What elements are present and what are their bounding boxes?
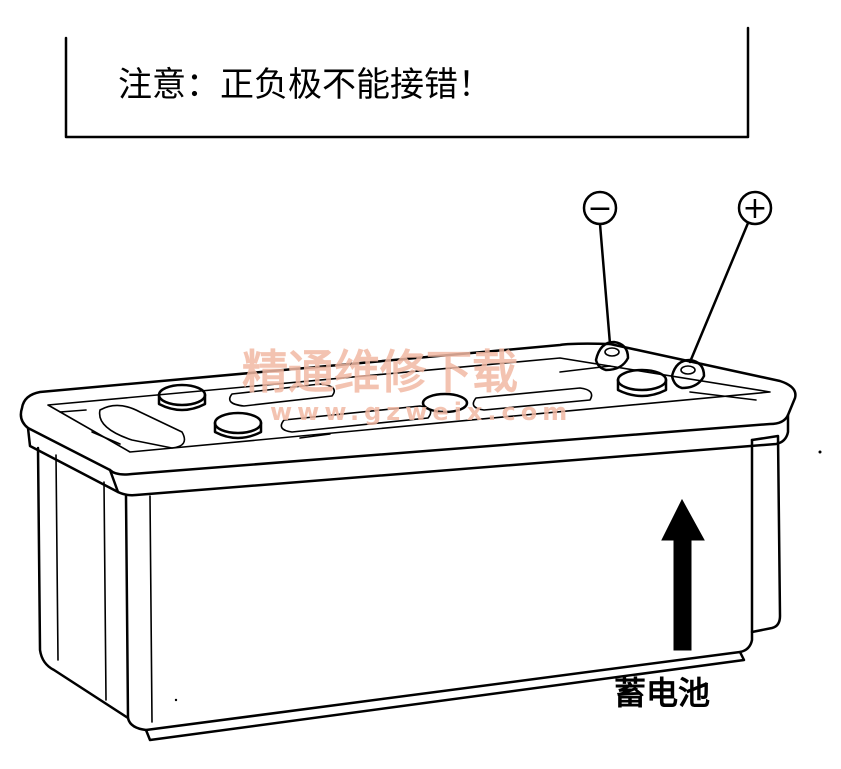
battery-case-front bbox=[124, 438, 754, 732]
positive-symbol: + bbox=[742, 191, 767, 226]
vent-cap bbox=[157, 383, 207, 412]
battery bbox=[19, 340, 797, 742]
watermark-url: www.gzweix.com bbox=[270, 398, 572, 426]
side-rib-2 bbox=[103, 481, 107, 701]
lid-grooves bbox=[59, 365, 757, 449]
positive-terminal-indicator: + bbox=[688, 190, 773, 364]
arrow-up-icon bbox=[661, 498, 705, 651]
speck bbox=[818, 450, 822, 454]
battery-label: 蓄电池 bbox=[614, 674, 710, 712]
positive-terminal-post bbox=[670, 358, 706, 390]
watermark-cn: 精通维修下载 bbox=[242, 345, 518, 399]
vent-cap bbox=[213, 411, 263, 440]
battery-lid-top bbox=[19, 342, 797, 476]
watermark: 精通维修下载 www.gzweix.com bbox=[242, 345, 572, 426]
negative-terminal-post bbox=[594, 340, 630, 372]
front-corner-post bbox=[149, 495, 153, 723]
negative-symbol: − bbox=[587, 191, 612, 226]
vent-cap bbox=[421, 392, 469, 414]
vent-cap bbox=[616, 368, 668, 398]
battery-case-bottom-lip bbox=[144, 650, 746, 742]
battery-case-back-post bbox=[750, 434, 782, 634]
warning-note-text: 注意：正负极不能接错！ bbox=[118, 65, 492, 105]
battery-lid-front-edge bbox=[26, 413, 790, 497]
negative-terminal-indicator: − bbox=[582, 190, 618, 346]
speck bbox=[174, 698, 178, 702]
vent-caps bbox=[157, 368, 668, 440]
note-box-frame bbox=[64, 26, 750, 139]
negative-leader-line bbox=[598, 222, 612, 346]
battery-case-side bbox=[36, 446, 130, 720]
battery-lid-corner-left bbox=[108, 468, 120, 494]
side-rib-1 bbox=[55, 454, 59, 661]
warning-note-box: 注意：正负极不能接错！ bbox=[64, 26, 750, 139]
positive-leader-line bbox=[688, 221, 750, 364]
battery-arrow bbox=[661, 498, 705, 651]
positive-symbol-circle bbox=[737, 190, 773, 226]
